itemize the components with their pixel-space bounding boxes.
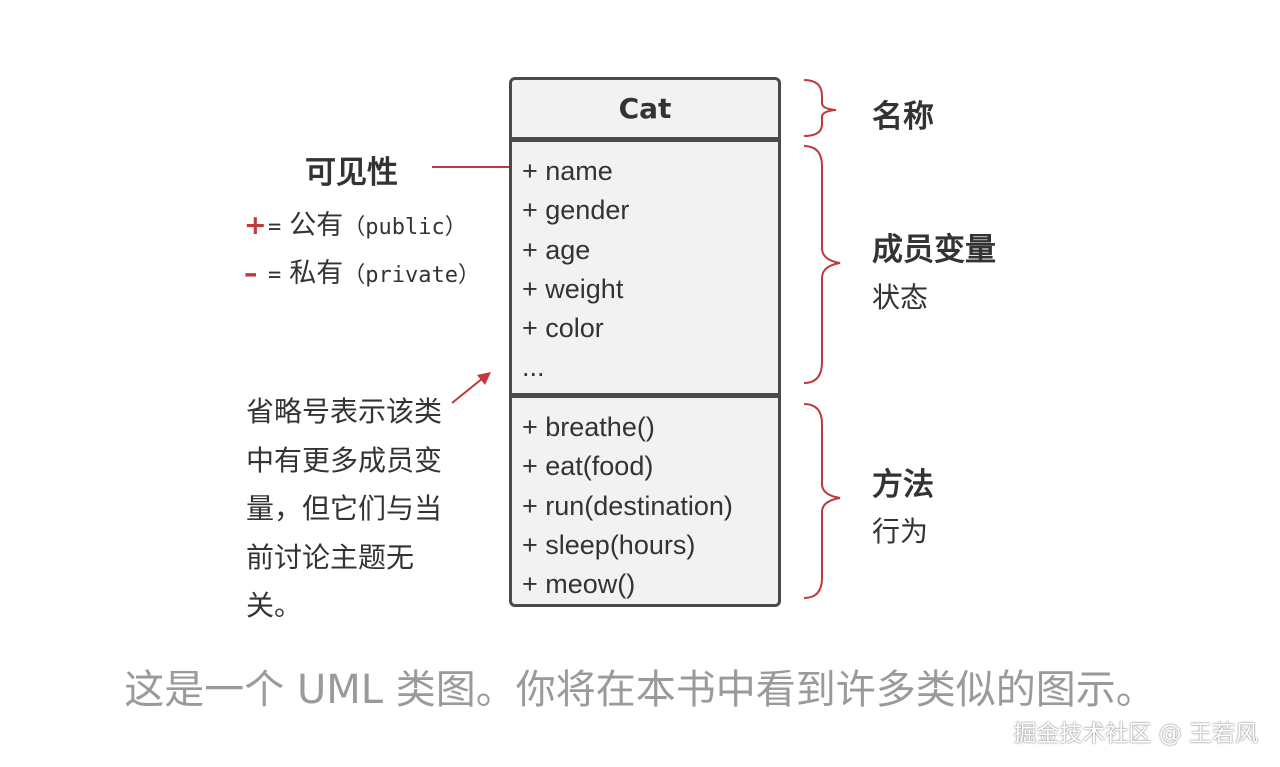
visibility-title: 可见性 — [305, 155, 398, 191]
method-list: + breathe() + eat(food) + run(destinatio… — [522, 408, 733, 604]
attribute-list: + name + gender + age + weight + color .… — [522, 152, 629, 388]
public-label: 公有 — [289, 210, 344, 241]
ellipsis-note: 省略号表示该类中有更多成员变量，但它们与当前讨论主题无关。 — [246, 395, 443, 622]
public-paren: （public） — [343, 215, 467, 240]
caption: 这是一个 UML 类图。你将在本书中看到许多类似的图示。 — [124, 667, 1156, 713]
private-label: 私有 — [289, 258, 344, 289]
private-paren: （private） — [343, 263, 480, 288]
legend-private: –= 私有（private） — [244, 251, 480, 290]
class-name: Cat — [618, 92, 672, 125]
attributes-section: + name + gender + age + weight + color .… — [512, 142, 778, 393]
label-fields-sub: 状态 — [872, 281, 929, 314]
private-symbol: – — [244, 258, 258, 289]
method-item: + sleep(hours) — [522, 529, 696, 560]
ellipsis-arrow-head — [477, 372, 491, 385]
watermark: 掘金技术社区 @ 王若风 — [1013, 721, 1258, 747]
attribute-item: + color — [522, 313, 604, 344]
label-methods: 方法 — [872, 467, 934, 503]
ellipsis-arrow-line — [451, 377, 484, 404]
legend-public: += 公有（public） — [244, 203, 467, 242]
attribute-item: + name — [522, 156, 613, 186]
brace-fields — [803, 145, 841, 384]
brace-methods — [803, 403, 841, 599]
label-methods-sub: 行为 — [872, 515, 929, 548]
attribute-item: + gender — [522, 195, 630, 226]
methods-section: + breathe() + eat(food) + run(destinatio… — [512, 398, 778, 604]
class-name-section: Cat — [512, 80, 778, 137]
label-name: 名称 — [872, 99, 934, 135]
uml-class-box: Cat + name + gender + age + weight + col… — [509, 77, 781, 607]
attribute-ellipsis: ... — [522, 352, 545, 383]
brace-name — [803, 79, 837, 137]
private-eq: = — [268, 263, 282, 288]
method-item: + meow() — [522, 569, 636, 600]
method-item: + eat(food) — [522, 451, 654, 482]
label-fields: 成员变量 — [872, 232, 996, 268]
attribute-item: + age — [522, 234, 591, 265]
method-item: + breathe() — [522, 412, 655, 442]
attribute-item: + weight — [522, 273, 624, 304]
public-eq: = — [268, 215, 282, 240]
public-symbol: + — [244, 210, 267, 241]
method-item: + run(destination) — [522, 490, 733, 521]
